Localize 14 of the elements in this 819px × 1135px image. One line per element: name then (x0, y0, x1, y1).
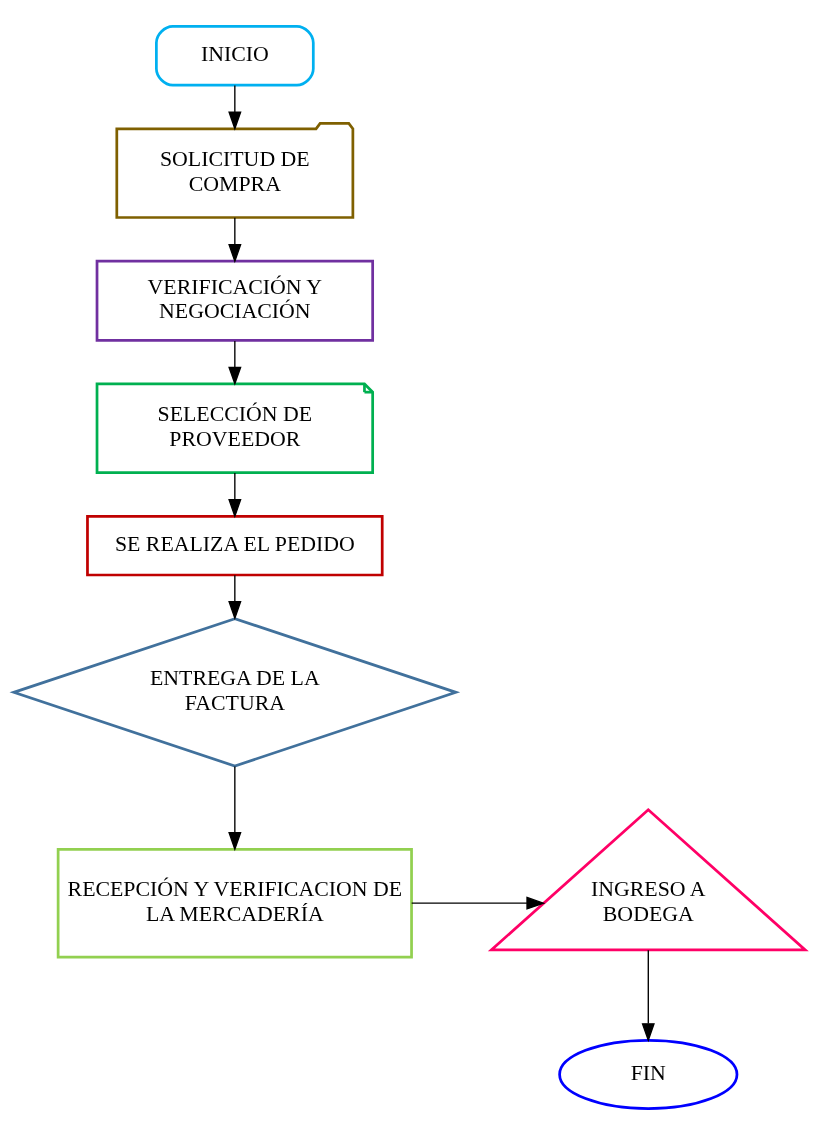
node-box: VERIFICACIÓN Y NEGOCIACIÓN (95, 259, 375, 342)
arrow (228, 574, 242, 621)
arrow (411, 896, 546, 910)
arrow (228, 765, 242, 852)
arrow (228, 217, 242, 264)
node-diamond: ENTREGA DE LA FACTURA (9, 617, 461, 768)
node-ellipse: FIN (558, 1038, 739, 1110)
arrow (228, 84, 242, 131)
node-box: RECEPCIÓN Y VERIFICACION DE LA MERCADERÍA (56, 847, 413, 959)
arrow (228, 340, 242, 386)
node-box: SE REALIZA EL PEDIDO (86, 514, 384, 577)
arrow (641, 949, 655, 1043)
node-box: INICIO (155, 25, 315, 87)
arrow (228, 472, 242, 519)
